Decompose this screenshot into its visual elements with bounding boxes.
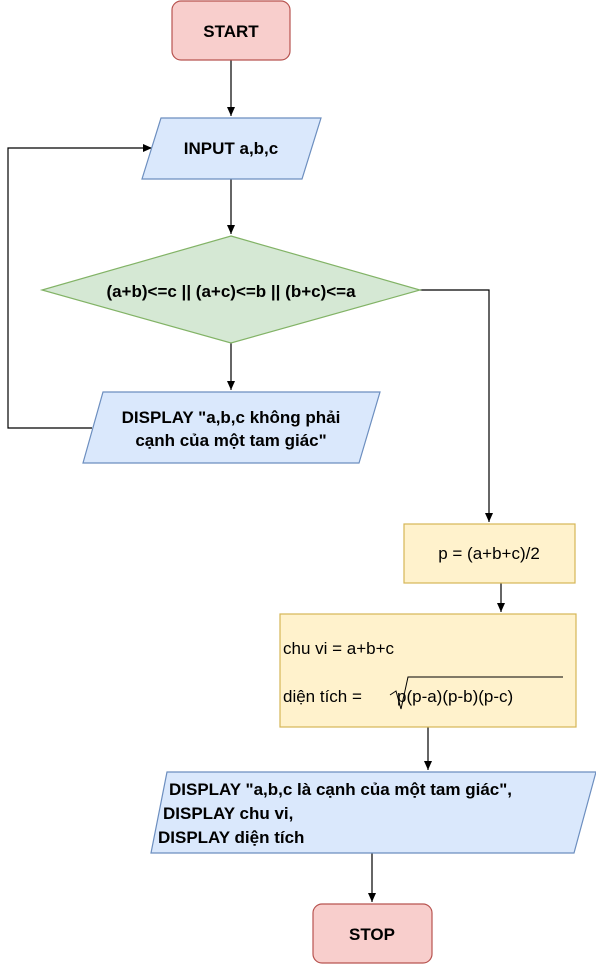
- sqrt-icon: [389, 676, 563, 710]
- edge-decision-compute-p: [420, 289, 493, 522]
- compute-p-shape: [403, 523, 576, 584]
- perimeter-formula: chu vi = a+b+c: [283, 639, 395, 658]
- stop-label: STOP: [349, 925, 395, 944]
- stop-node: STOP: [312, 903, 433, 964]
- input-shape: [141, 117, 322, 180]
- display-invalid-node: DISPLAY "a,b,c không phải cạnh của một t…: [82, 391, 381, 464]
- display-result-line-2: DISPLAY chu vi,: [163, 804, 293, 823]
- decision-node: (a+b)<=c || (a+c)<=b || (b+c)<=a: [39, 235, 423, 344]
- display-result-node: DISPLAY "a,b,c là cạnh của một tam giác"…: [150, 771, 596, 854]
- compute-p-node: p = (a+b+c)/2: [403, 523, 576, 584]
- compute-shape: [279, 613, 577, 728]
- edge-display-invalid-input: [7, 144, 152, 429]
- display-invalid-line-2: cạnh của một tam giác": [135, 431, 326, 450]
- start-node: START: [171, 0, 291, 61]
- compute-node: chu vi = a+b+c diện tích = p(p-a)(p-b)(p…: [279, 613, 577, 728]
- display-invalid-line-1: DISPLAY "a,b,c không phải: [122, 408, 341, 427]
- area-expression: p(p-a)(p-b)(p-c): [397, 687, 513, 706]
- input-node: INPUT a,b,c: [141, 117, 322, 180]
- display-result-line-3: DISPLAY diện tích: [158, 828, 304, 847]
- stop-shape: [312, 903, 433, 964]
- compute-p-label: p = (a+b+c)/2: [438, 544, 540, 563]
- start-label: START: [203, 22, 259, 41]
- decision-label: (a+b)<=c || (a+c)<=b || (b+c)<=a: [106, 282, 356, 301]
- input-label: INPUT a,b,c: [184, 139, 278, 158]
- decision-shape: [39, 235, 423, 344]
- display-result-shape: [150, 771, 596, 854]
- start-shape: [171, 0, 291, 61]
- display-result-line-1: DISPLAY "a,b,c là cạnh của một tam giác"…: [169, 780, 512, 799]
- display-invalid-shape: [82, 391, 381, 464]
- area-label: diện tích =: [283, 687, 362, 706]
